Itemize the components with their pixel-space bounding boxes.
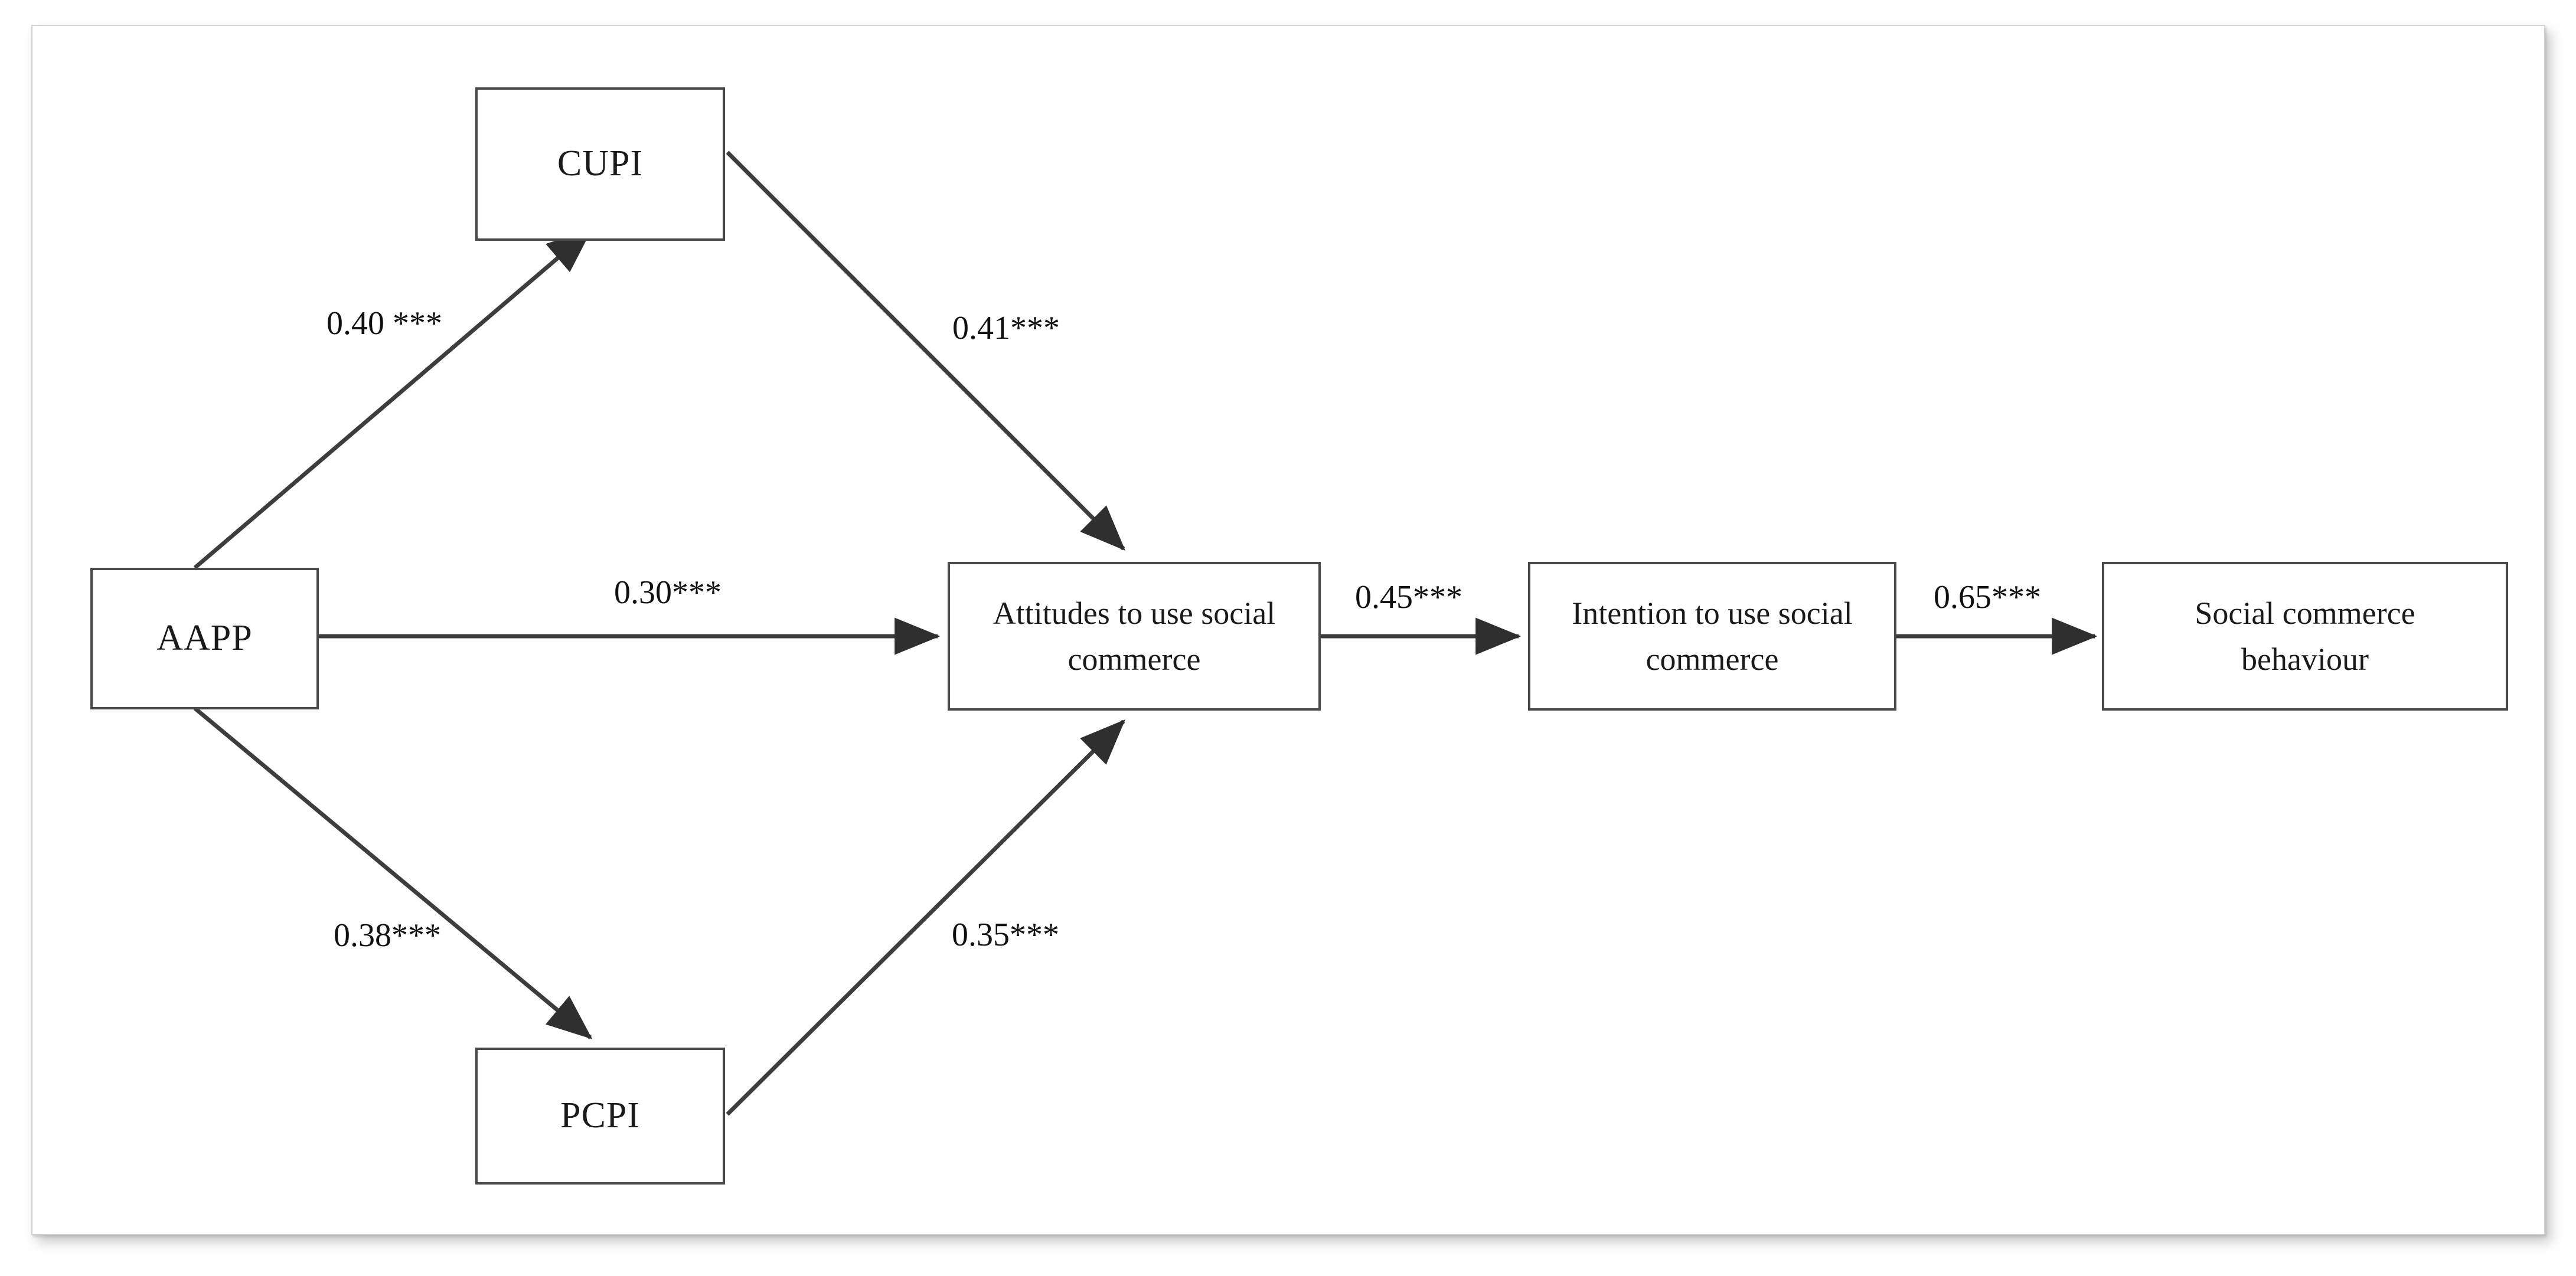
edge-aapp-pcpi: [193, 706, 593, 1039]
edge-label-attitudes-intention: 0.45***: [1355, 579, 1462, 616]
edge-label-pcpi-attitudes: 0.35***: [952, 917, 1059, 953]
edge-label-aapp-cupi: 0.40 ***: [327, 305, 442, 342]
edge-label-cupi-attitudes: 0.41***: [952, 310, 1060, 346]
node-cupi[interactable]: CUPI: [475, 87, 725, 241]
node-intention-label: Intention to use social commerce: [1572, 595, 1853, 677]
node-attitudes[interactable]: Attitudes to use social commerce: [948, 562, 1321, 711]
edge-cupi-attitudes: [726, 150, 1125, 551]
node-intention[interactable]: Intention to use social commerce: [1528, 562, 1896, 711]
edge-pcpi-attitudes: [726, 719, 1125, 1116]
edge-aapp-cupi: [193, 228, 593, 570]
node-cupi-label: CUPI: [557, 143, 644, 184]
edge-label-aapp-pcpi: 0.38***: [334, 917, 441, 954]
node-attitudes-label: Attitudes to use social commerce: [992, 595, 1276, 677]
node-behaviour-label: Social commerce behaviour: [2195, 595, 2415, 677]
edge-label-intention-behaviour: 0.65***: [1934, 579, 2041, 616]
node-pcpi[interactable]: PCPI: [475, 1048, 725, 1185]
node-aapp[interactable]: AAPP: [90, 568, 319, 709]
node-pcpi-label: PCPI: [560, 1095, 640, 1136]
node-aapp-label: AAPP: [156, 618, 253, 659]
edge-label-aapp-attitudes: 0.30***: [614, 574, 721, 611]
node-behaviour[interactable]: Social commerce behaviour: [2102, 562, 2508, 711]
